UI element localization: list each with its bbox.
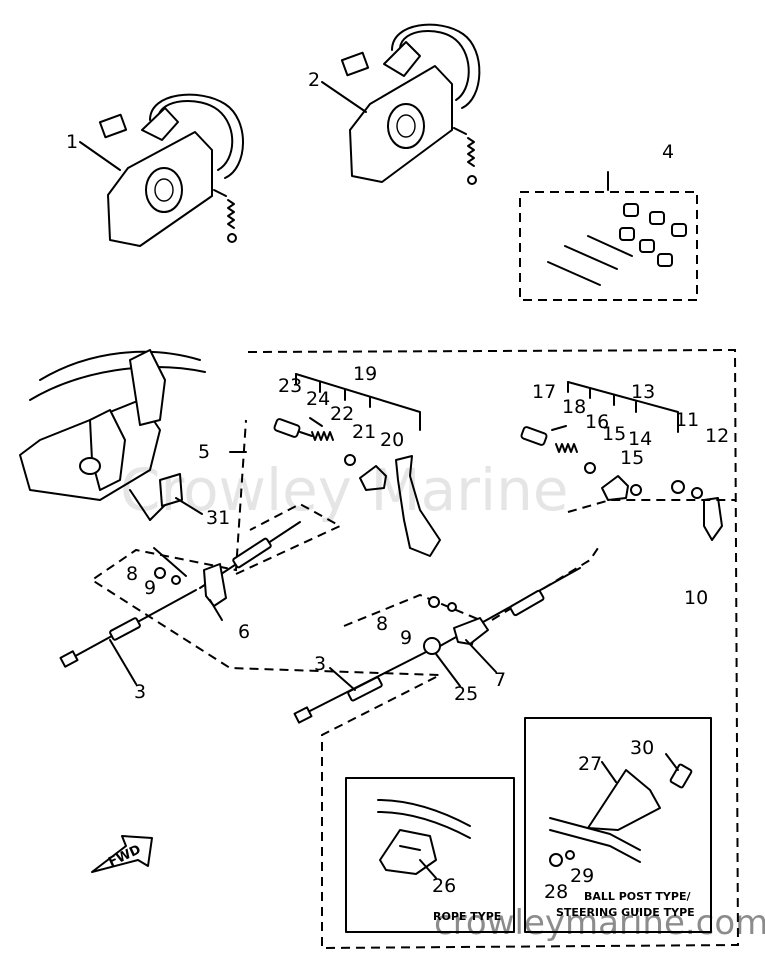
- throttle-cable-left: [59, 502, 343, 668]
- engine-mount-bracket: [19, 349, 206, 521]
- part-numbers: 1 2 4 5 23 24 19 22 21 20 17 18 13 16 15…: [66, 69, 729, 903]
- part-number-18: 18: [562, 396, 586, 418]
- bolt-nut-kit: [519, 171, 698, 301]
- part-number-19: 19: [353, 363, 377, 385]
- part-number-20: 20: [380, 429, 404, 451]
- part-number-31: 31: [206, 507, 230, 529]
- part-number-5: 5: [198, 441, 210, 463]
- part-number-9a: 9: [144, 577, 156, 599]
- part-number-10: 10: [684, 587, 708, 609]
- part-number-8b: 8: [376, 613, 388, 635]
- leader-lines: [79, 81, 679, 879]
- part-number-8a: 8: [126, 563, 138, 585]
- forward-direction-arrow: FWD: [91, 835, 153, 873]
- part-number-11: 11: [675, 409, 699, 431]
- part-number-15b: 15: [620, 447, 644, 469]
- part-number-12: 12: [705, 425, 729, 447]
- part-number-14: 14: [628, 428, 652, 450]
- part-number-9b: 9: [400, 627, 412, 649]
- part-number-26: 26: [432, 875, 456, 897]
- part-number-15a: 15: [602, 423, 626, 445]
- part-number-22: 22: [330, 403, 354, 425]
- ball-post-caption-line1: BALL POST TYPE/: [584, 890, 691, 903]
- rope-type-caption: ROPE TYPE: [433, 910, 501, 923]
- part-number-25: 25: [454, 683, 478, 705]
- remote-control-box-left: [98, 93, 244, 247]
- part-number-23: 23: [278, 375, 302, 397]
- ball-post-type-box: [524, 717, 712, 933]
- part-number-6: 6: [238, 621, 250, 643]
- part-number-16: 16: [585, 411, 609, 433]
- cable-end-assembly-throttle: [273, 373, 441, 557]
- part-number-3b: 3: [314, 653, 326, 675]
- part-number-3a: 3: [134, 681, 146, 703]
- part-number-24: 24: [306, 388, 330, 410]
- part-number-2: 2: [308, 69, 320, 91]
- part-number-1: 1: [66, 131, 78, 153]
- watermark-main: Crowley Marine: [120, 456, 569, 524]
- part-number-27: 27: [578, 753, 602, 775]
- watermark-footer: crowleymarine.com: [434, 903, 765, 943]
- cable-end-assembly-shift: [520, 381, 735, 541]
- part-number-29: 29: [570, 865, 594, 887]
- part-number-13: 13: [631, 381, 655, 403]
- remote-control-box-right: [340, 23, 481, 185]
- shift-cable-right: [293, 544, 601, 724]
- part-number-30: 30: [630, 737, 654, 759]
- part-number-4: 4: [662, 141, 674, 163]
- ball-post-caption-line2: STEERING GUIDE TYPE: [556, 906, 695, 919]
- part-number-28: 28: [544, 881, 568, 903]
- part-number-17: 17: [532, 381, 556, 403]
- part-number-21: 21: [352, 421, 376, 443]
- part-number-7: 7: [494, 669, 506, 691]
